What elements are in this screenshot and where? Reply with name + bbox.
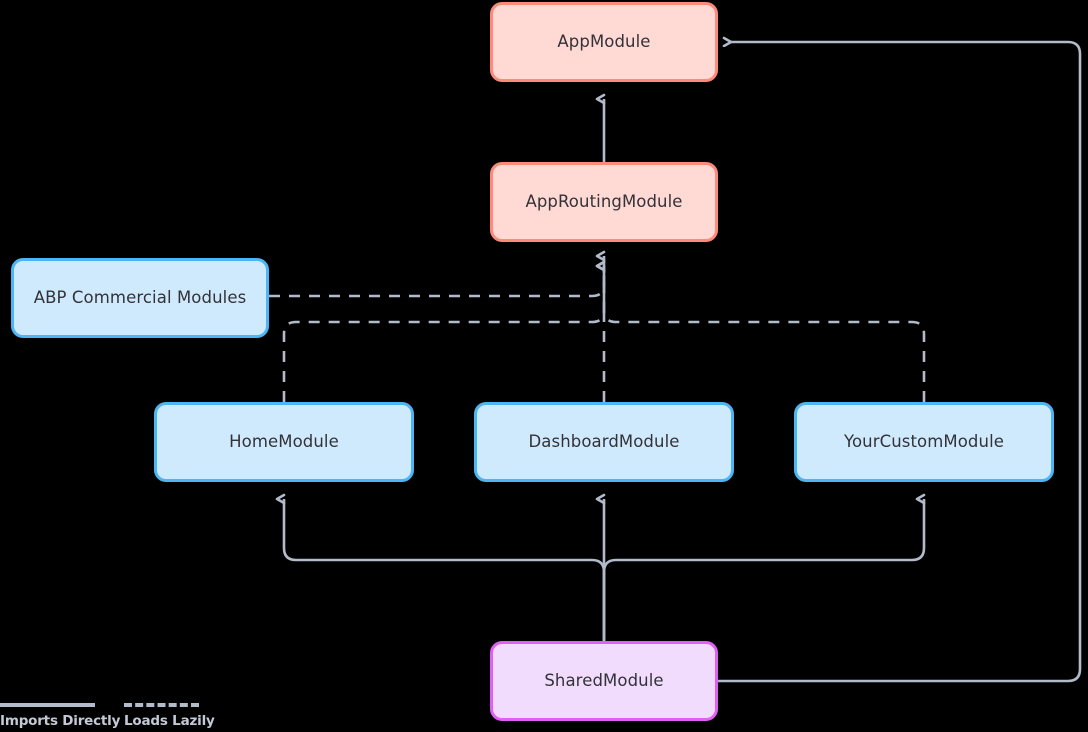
node-abp-commercial-modules[interactable]: ABP Commercial Modules (11, 258, 269, 338)
legend-swatch-loads-lazily (124, 703, 199, 707)
node-app-module-label: AppModule (557, 32, 651, 52)
node-app-routing-module[interactable]: AppRoutingModule (490, 162, 718, 242)
node-your-custom-module-label: YourCustomModule (843, 432, 1005, 452)
node-home-module-label: HomeModule (229, 432, 339, 452)
node-abp-commercial-modules-label: ABP Commercial Modules (33, 288, 247, 308)
edge-home-to-app-routing (282, 266, 606, 402)
node-shared-module-label: SharedModule (544, 671, 664, 691)
edge-abp-to-app-routing (269, 256, 606, 298)
edge-custom-to-app-routing (604, 266, 926, 402)
node-home-module[interactable]: HomeModule (154, 402, 414, 482)
edge-shared-to-home (284, 499, 606, 641)
node-app-module[interactable]: AppModule (490, 2, 718, 82)
node-app-routing-module-label: AppRoutingModule (525, 192, 683, 212)
node-shared-module[interactable]: SharedModule (490, 641, 718, 721)
edge-shared-to-app (718, 42, 1082, 683)
legend-swatch-imports-directly (0, 703, 95, 707)
legend-label-imports-directly: Imports Directly (0, 713, 121, 729)
node-your-custom-module[interactable]: YourCustomModule (794, 402, 1054, 482)
edge-shared-to-custom (602, 499, 926, 641)
legend-label-loads-lazily: Loads Lazily (124, 713, 215, 729)
node-dashboard-module[interactable]: DashboardModule (474, 402, 734, 482)
node-dashboard-module-label: DashboardModule (528, 432, 680, 452)
